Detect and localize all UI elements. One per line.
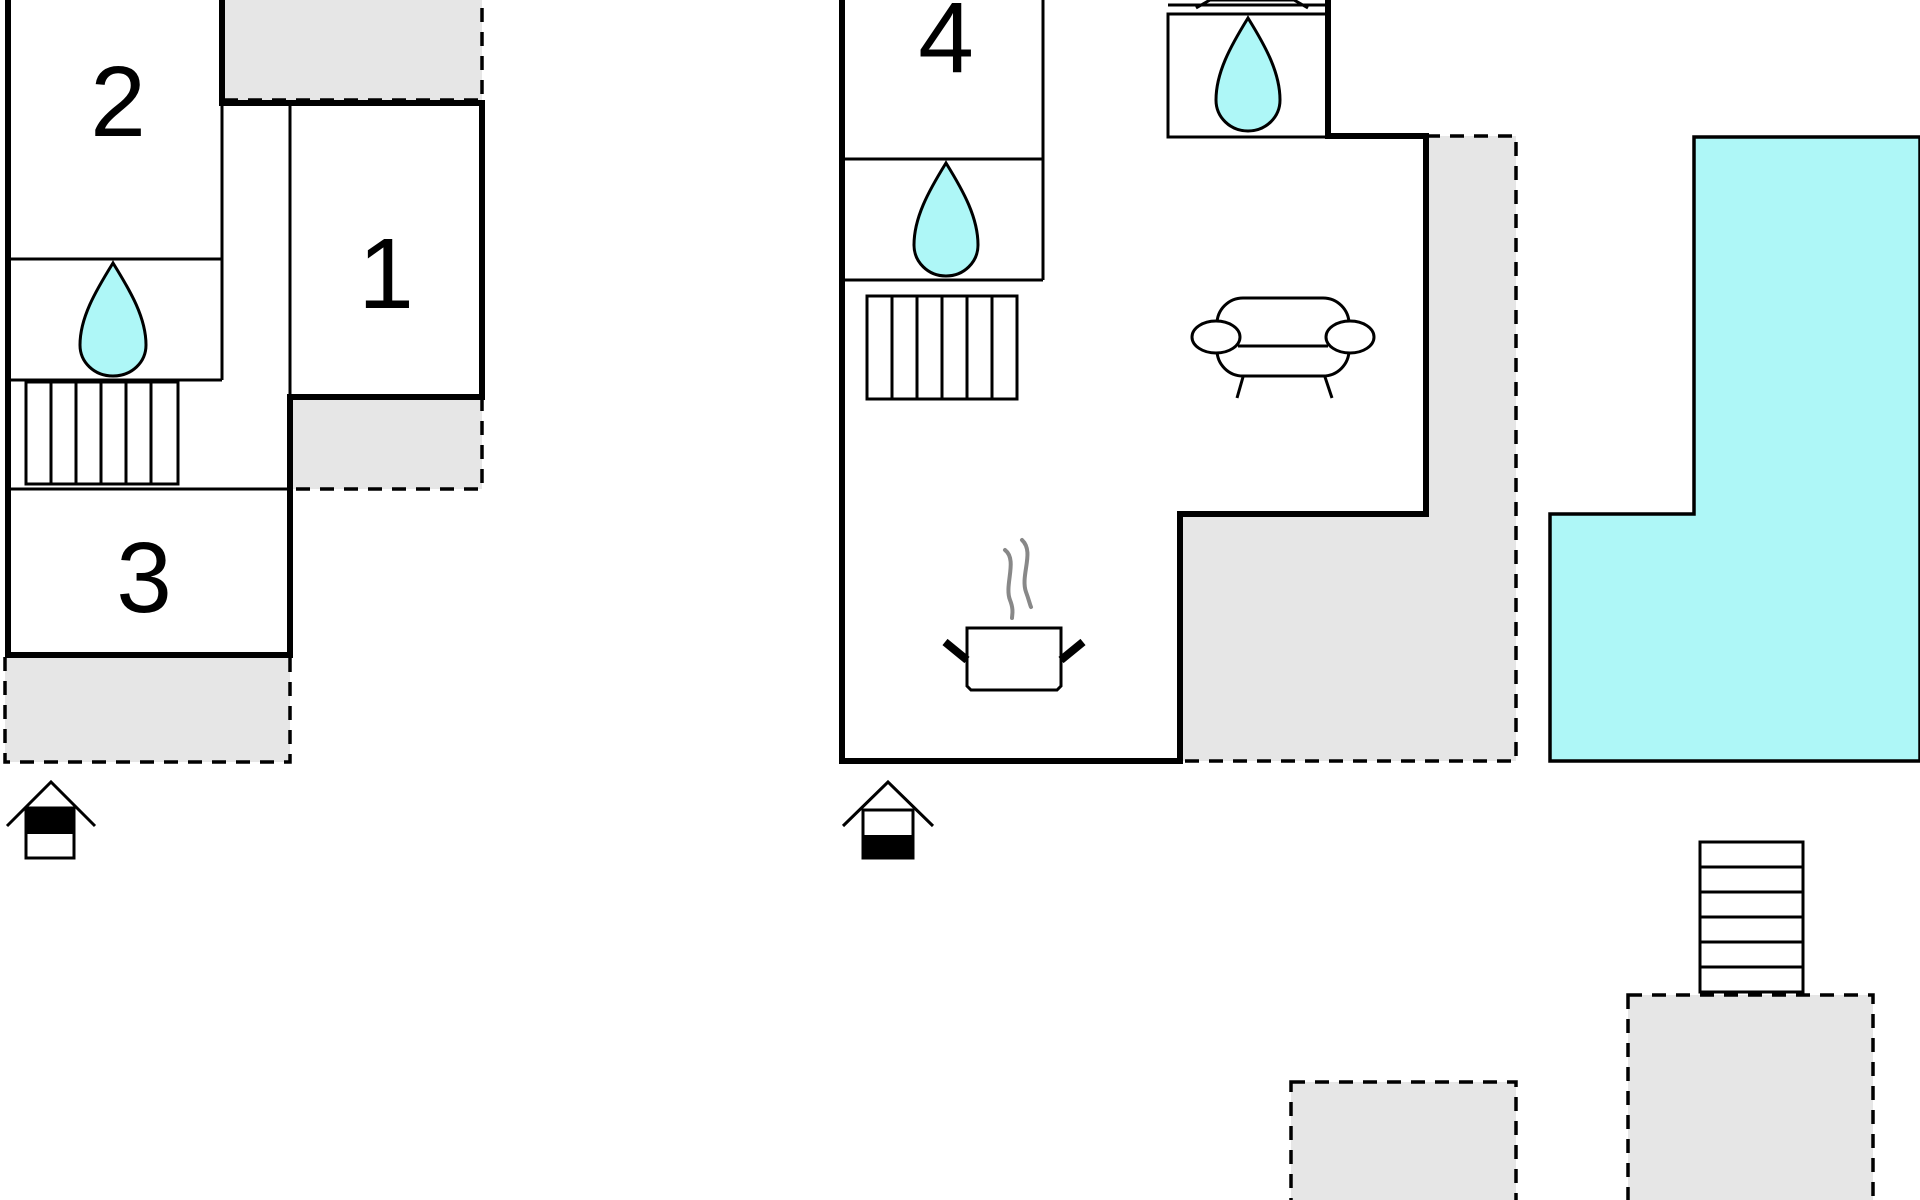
bathroom-icon	[912, 160, 980, 278]
room-4: 4	[918, 0, 974, 94]
radiator-icon	[24, 380, 180, 486]
room-number-2: 2	[90, 46, 146, 158]
terrace-bottom	[3, 653, 292, 764]
middle-building: 4	[839, 0, 1518, 860]
sofa-icon	[1190, 296, 1376, 399]
room-1: 1	[358, 218, 414, 330]
room-number-4: 4	[918, 0, 974, 94]
bathroom-icon	[1214, 15, 1282, 133]
entrance-icon	[841, 779, 935, 860]
terrace-right	[1178, 134, 1518, 763]
radiator-icon	[865, 294, 1019, 401]
bathroom-icon	[78, 260, 148, 378]
room-number-3: 3	[116, 522, 172, 634]
terrace-lower-right	[1626, 993, 1875, 1200]
terrace-mid	[288, 395, 484, 491]
terrace-lower-left	[1289, 1080, 1518, 1200]
room-number-1: 1	[358, 218, 414, 330]
left-building: 1 2 3	[3, 0, 485, 860]
middle-building-walls	[839, 0, 1429, 764]
left-building-walls	[5, 0, 485, 658]
kitchen-pot-icon	[942, 538, 1086, 692]
room-2: 2	[90, 46, 146, 158]
swimming-pool	[1548, 135, 1920, 763]
room-3: 3	[116, 522, 172, 634]
bathroom-3-box	[1166, 12, 1330, 139]
stairs-icon	[1698, 840, 1805, 994]
terrace-top	[220, 0, 484, 102]
entrance-icon	[5, 779, 97, 860]
